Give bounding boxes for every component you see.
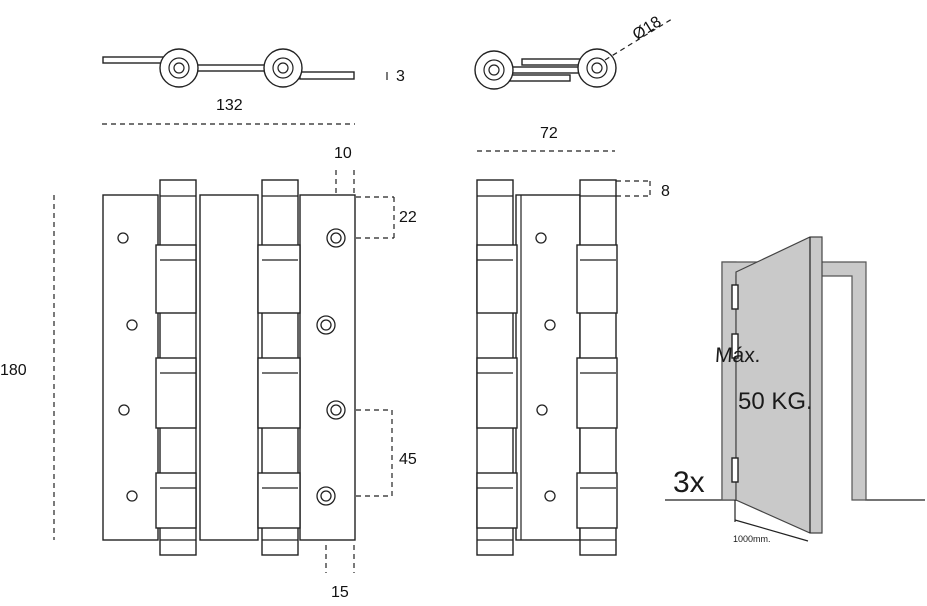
dim-screw-spacing: 45 (399, 451, 417, 468)
dim-screw-top: 22 (399, 209, 417, 226)
front-view-closed (476, 179, 651, 556)
dim-top-offset: 10 (334, 145, 352, 162)
front-view-open (53, 170, 395, 573)
top-view-open (102, 48, 388, 125)
top-view-closed (474, 18, 673, 152)
dim-knuckle-offset: 8 (661, 183, 670, 200)
max-load-line2: 50 KG. (738, 388, 813, 415)
dim-closed-width: 72 (540, 125, 558, 142)
quantity-label: 3x (673, 466, 705, 499)
dim-edge-offset: 15 (331, 584, 349, 601)
max-load-line1: Máx. (714, 344, 761, 367)
dim-barrel-diameter: Ø18 (630, 13, 665, 43)
door-illustration (665, 236, 925, 542)
dim-height: 180 (0, 362, 27, 379)
door-width-label: 1000mm. (733, 534, 771, 544)
dim-width-total: 132 (216, 97, 243, 114)
dim-thickness: 3 (396, 68, 405, 85)
